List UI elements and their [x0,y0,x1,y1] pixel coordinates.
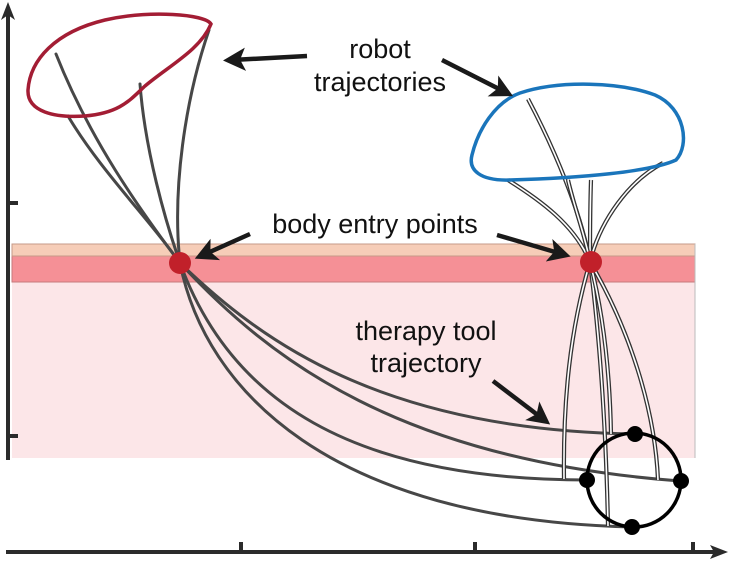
robot-trajectories-label-line2: trajectories [314,67,446,97]
tissue-body-layer [12,282,695,458]
therapy-path [587,261,614,435]
right-robot-trajectory-loop [469,82,686,182]
robot-path [587,179,594,263]
entry-point-left [169,252,191,274]
robot-trajectories-label-line1: robot [349,34,411,64]
target-point [673,473,689,489]
robot-path [66,114,182,265]
left-robot-paths [54,28,211,265]
therapy-path [178,261,637,436]
target-point [579,472,595,488]
arrow-entry-left [194,231,251,261]
left-robot-trajectory-loop [26,12,213,119]
y-axis-arrowhead [1,2,15,20]
therapy-path [587,261,611,527]
x-axis-arrowhead [710,545,728,559]
therapy-tool-label-line1: therapy tool [355,316,496,346]
robot-path [138,82,182,265]
therapy-path [588,260,661,481]
therapy-paths-left [178,261,682,529]
therapy-paths-right [561,260,661,527]
therapy-path [178,261,634,529]
body-entry-points-label: body entry points [272,209,478,239]
target-point [624,519,640,535]
entry-point-right [580,251,602,273]
robot-path [176,28,211,265]
robot-path [506,178,592,263]
therapy-path [561,261,593,480]
arrow-robot-left [223,47,308,71]
target-point [627,426,643,442]
therapy-tool-label-line2: trajectory [370,348,482,378]
target-points [579,426,689,535]
robot-path [54,52,182,265]
arrow-entry-right [496,232,571,262]
robot-path [587,161,664,263]
annotation-arrows [194,47,571,425]
therapy-path [178,261,590,482]
arrow-therapy [491,379,551,425]
arrow-robot-right [440,57,514,97]
therapy-path [178,261,682,483]
